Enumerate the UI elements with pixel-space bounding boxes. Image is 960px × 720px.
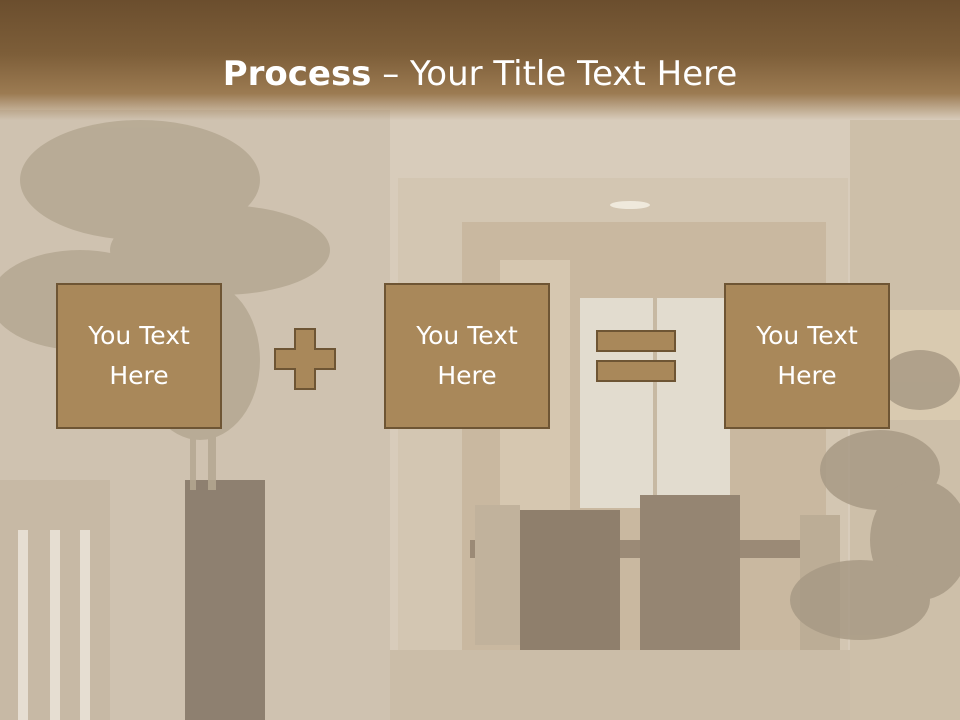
process-step-3-label: You Text Here	[756, 321, 858, 390]
title-band	[0, 0, 960, 120]
slide-title: Process – Your Title Text Here	[0, 52, 960, 96]
process-step-2-label: You Text Here	[416, 321, 518, 390]
process-step-3: You Text Here	[724, 283, 890, 429]
process-step-2: You Text Here	[384, 283, 550, 429]
title-bold: Process	[222, 54, 372, 94]
process-step-1-label: You Text Here	[88, 321, 190, 390]
process-step-1: You Text Here	[56, 283, 222, 429]
title-rest: – Your Title Text Here	[371, 54, 738, 94]
plus-icon	[274, 328, 336, 390]
equals-icon	[596, 330, 676, 382]
